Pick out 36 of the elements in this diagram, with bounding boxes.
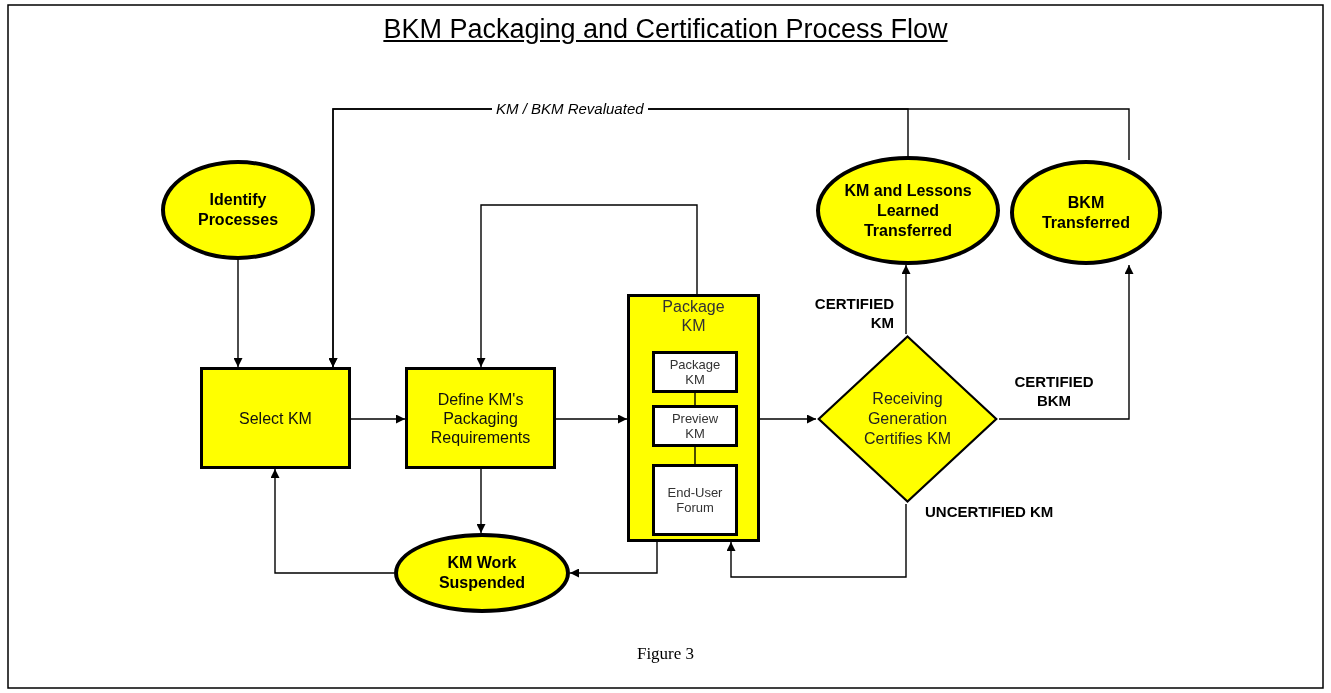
arrow <box>270 468 395 574</box>
edge-label: CERTIFIED KM <box>813 294 894 332</box>
connector-line <box>694 446 696 465</box>
arrow <box>759 414 817 424</box>
node-text: Package KM <box>661 297 726 335</box>
arrow <box>476 468 486 534</box>
arrow <box>998 264 1134 420</box>
process-box <box>405 367 556 469</box>
subprocess-box <box>652 351 738 393</box>
node-text: End-User Forum <box>666 485 724 515</box>
node-text: Receiving Generation Certifies KM <box>862 389 953 449</box>
subprocess-box <box>652 464 738 536</box>
arrow <box>569 541 658 578</box>
arrow <box>901 264 911 335</box>
arrow <box>350 414 406 424</box>
node-text: KM and Lessons Learned Transferred <box>843 180 973 241</box>
node-text: BKM Transferred <box>1040 192 1131 233</box>
process-box <box>200 367 351 469</box>
node-text: KM Work Suspended <box>437 553 527 593</box>
figure-caption: Figure 3 <box>635 644 696 664</box>
arrow <box>726 503 907 578</box>
arrow <box>233 259 243 368</box>
node-text: Preview KM <box>670 411 720 441</box>
subprocess-box <box>652 405 738 447</box>
node-text: Select KM <box>238 408 313 428</box>
node-text: Define KM's Packaging Requirements <box>429 389 532 447</box>
node-text: Package KM <box>668 357 722 387</box>
edge-label: UNCERTIFIED KM <box>925 502 1055 521</box>
group-box <box>627 294 760 542</box>
connector-line <box>694 392 696 406</box>
diagram-title: BKM Packaging and Certification Process Flow <box>382 14 949 45</box>
arrow <box>555 414 628 424</box>
decision-diamond <box>816 334 999 504</box>
edge-label: CERTIFIED BKM <box>1013 372 1095 410</box>
node-text: Identify Processes <box>196 190 280 230</box>
arrow <box>476 204 698 368</box>
